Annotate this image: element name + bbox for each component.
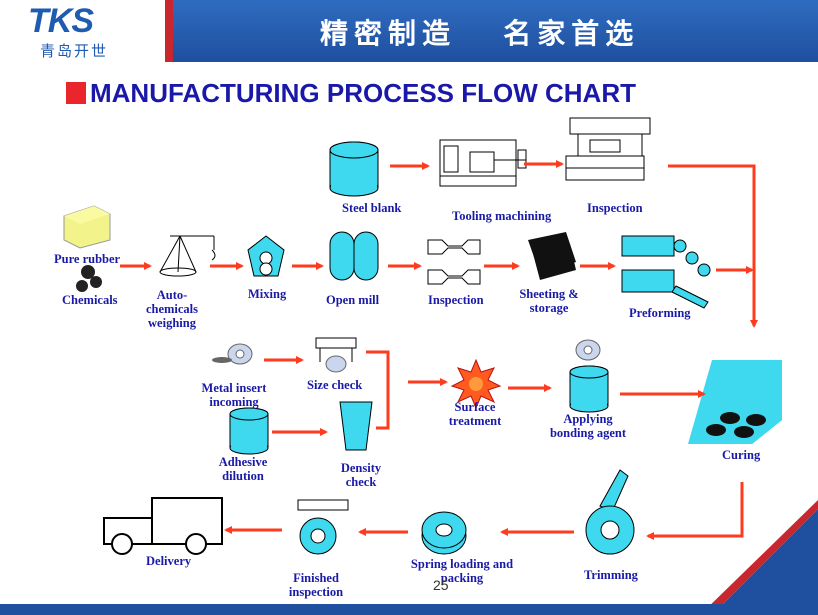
logo-text: TKS <box>28 2 94 40</box>
label-finished-inspection: Finished inspection <box>288 571 344 599</box>
label-trimming: Trimming <box>584 568 638 582</box>
label-sheeting-storage: Sheeting & storage <box>519 287 579 315</box>
inspection-machine-icon <box>565 117 651 181</box>
tooling-machining-icon <box>439 139 527 187</box>
logo: TKS 青岛开世 <box>0 0 165 62</box>
finished-inspection-icon <box>297 499 349 555</box>
logo-subtitle: 青岛开世 <box>40 42 109 60</box>
title-square-icon <box>66 82 86 104</box>
label-inspection-mid: Inspection <box>428 293 484 307</box>
footer-bar <box>0 604 818 615</box>
auto-weighing-icon <box>159 235 216 277</box>
label-adhesive-dilution: Adhesive dilution <box>218 455 268 483</box>
label-metal-insert: Metal insert incoming <box>201 381 267 409</box>
header-banner <box>168 0 818 62</box>
label-pure-rubber: Pure rubber <box>54 252 121 266</box>
label-applying-bonding-agent: Applying bonding agent <box>549 412 627 440</box>
banner-slogan: 精密制造 名家首选 <box>320 17 640 50</box>
label-spring-loading-packing: Spring loading and packing <box>410 557 514 585</box>
banner-accent <box>165 0 173 62</box>
sheeting-icon <box>528 232 576 280</box>
label-delivery: Delivery <box>146 554 192 568</box>
density-cup-icon <box>339 401 373 451</box>
label-size-check: Size check <box>307 378 363 392</box>
pure-rubber-icon <box>63 205 111 249</box>
label-auto-weighing: Auto- chemicals weighing <box>145 288 199 330</box>
flow-arrows <box>120 160 758 540</box>
label-chemicals: Chemicals <box>62 293 118 307</box>
header: TKS 青岛开世 精密制造 名家首选 <box>0 0 818 62</box>
label-density-check: Density check <box>340 461 382 489</box>
label-surface-treatment: Surface treatment <box>448 400 502 428</box>
trimming-icon <box>585 469 635 555</box>
chemicals-icon <box>76 265 102 292</box>
label-preforming: Preforming <box>629 306 691 320</box>
adhesive-icon <box>229 407 269 455</box>
size-check-icon <box>315 337 357 373</box>
page-title: MANUFACTURING PROCESS FLOW CHART <box>90 78 636 108</box>
preforming-icon <box>621 235 711 309</box>
steel-blank-icon <box>329 141 379 197</box>
open-mill-icon <box>329 231 379 281</box>
inspection-sample-icon <box>427 239 481 285</box>
page-number: 25 <box>433 577 449 593</box>
label-mixing: Mixing <box>248 287 287 301</box>
mixing-icon <box>247 235 285 277</box>
label-steel-blank: Steel blank <box>342 201 402 215</box>
bonding-agent-icon <box>569 339 609 413</box>
delivery-truck-icon <box>103 497 223 555</box>
curing-press-icon <box>688 360 782 444</box>
merge-bracket <box>366 350 390 430</box>
label-curing: Curing <box>722 448 761 462</box>
label-tooling-machining: Tooling machining <box>452 209 552 223</box>
label-inspection-top: Inspection <box>587 201 643 215</box>
spring-packing-icon <box>421 511 467 555</box>
surface-treatment-icon <box>450 358 502 410</box>
metal-insert-icon <box>212 343 253 365</box>
label-open-mill: Open mill <box>326 293 380 307</box>
